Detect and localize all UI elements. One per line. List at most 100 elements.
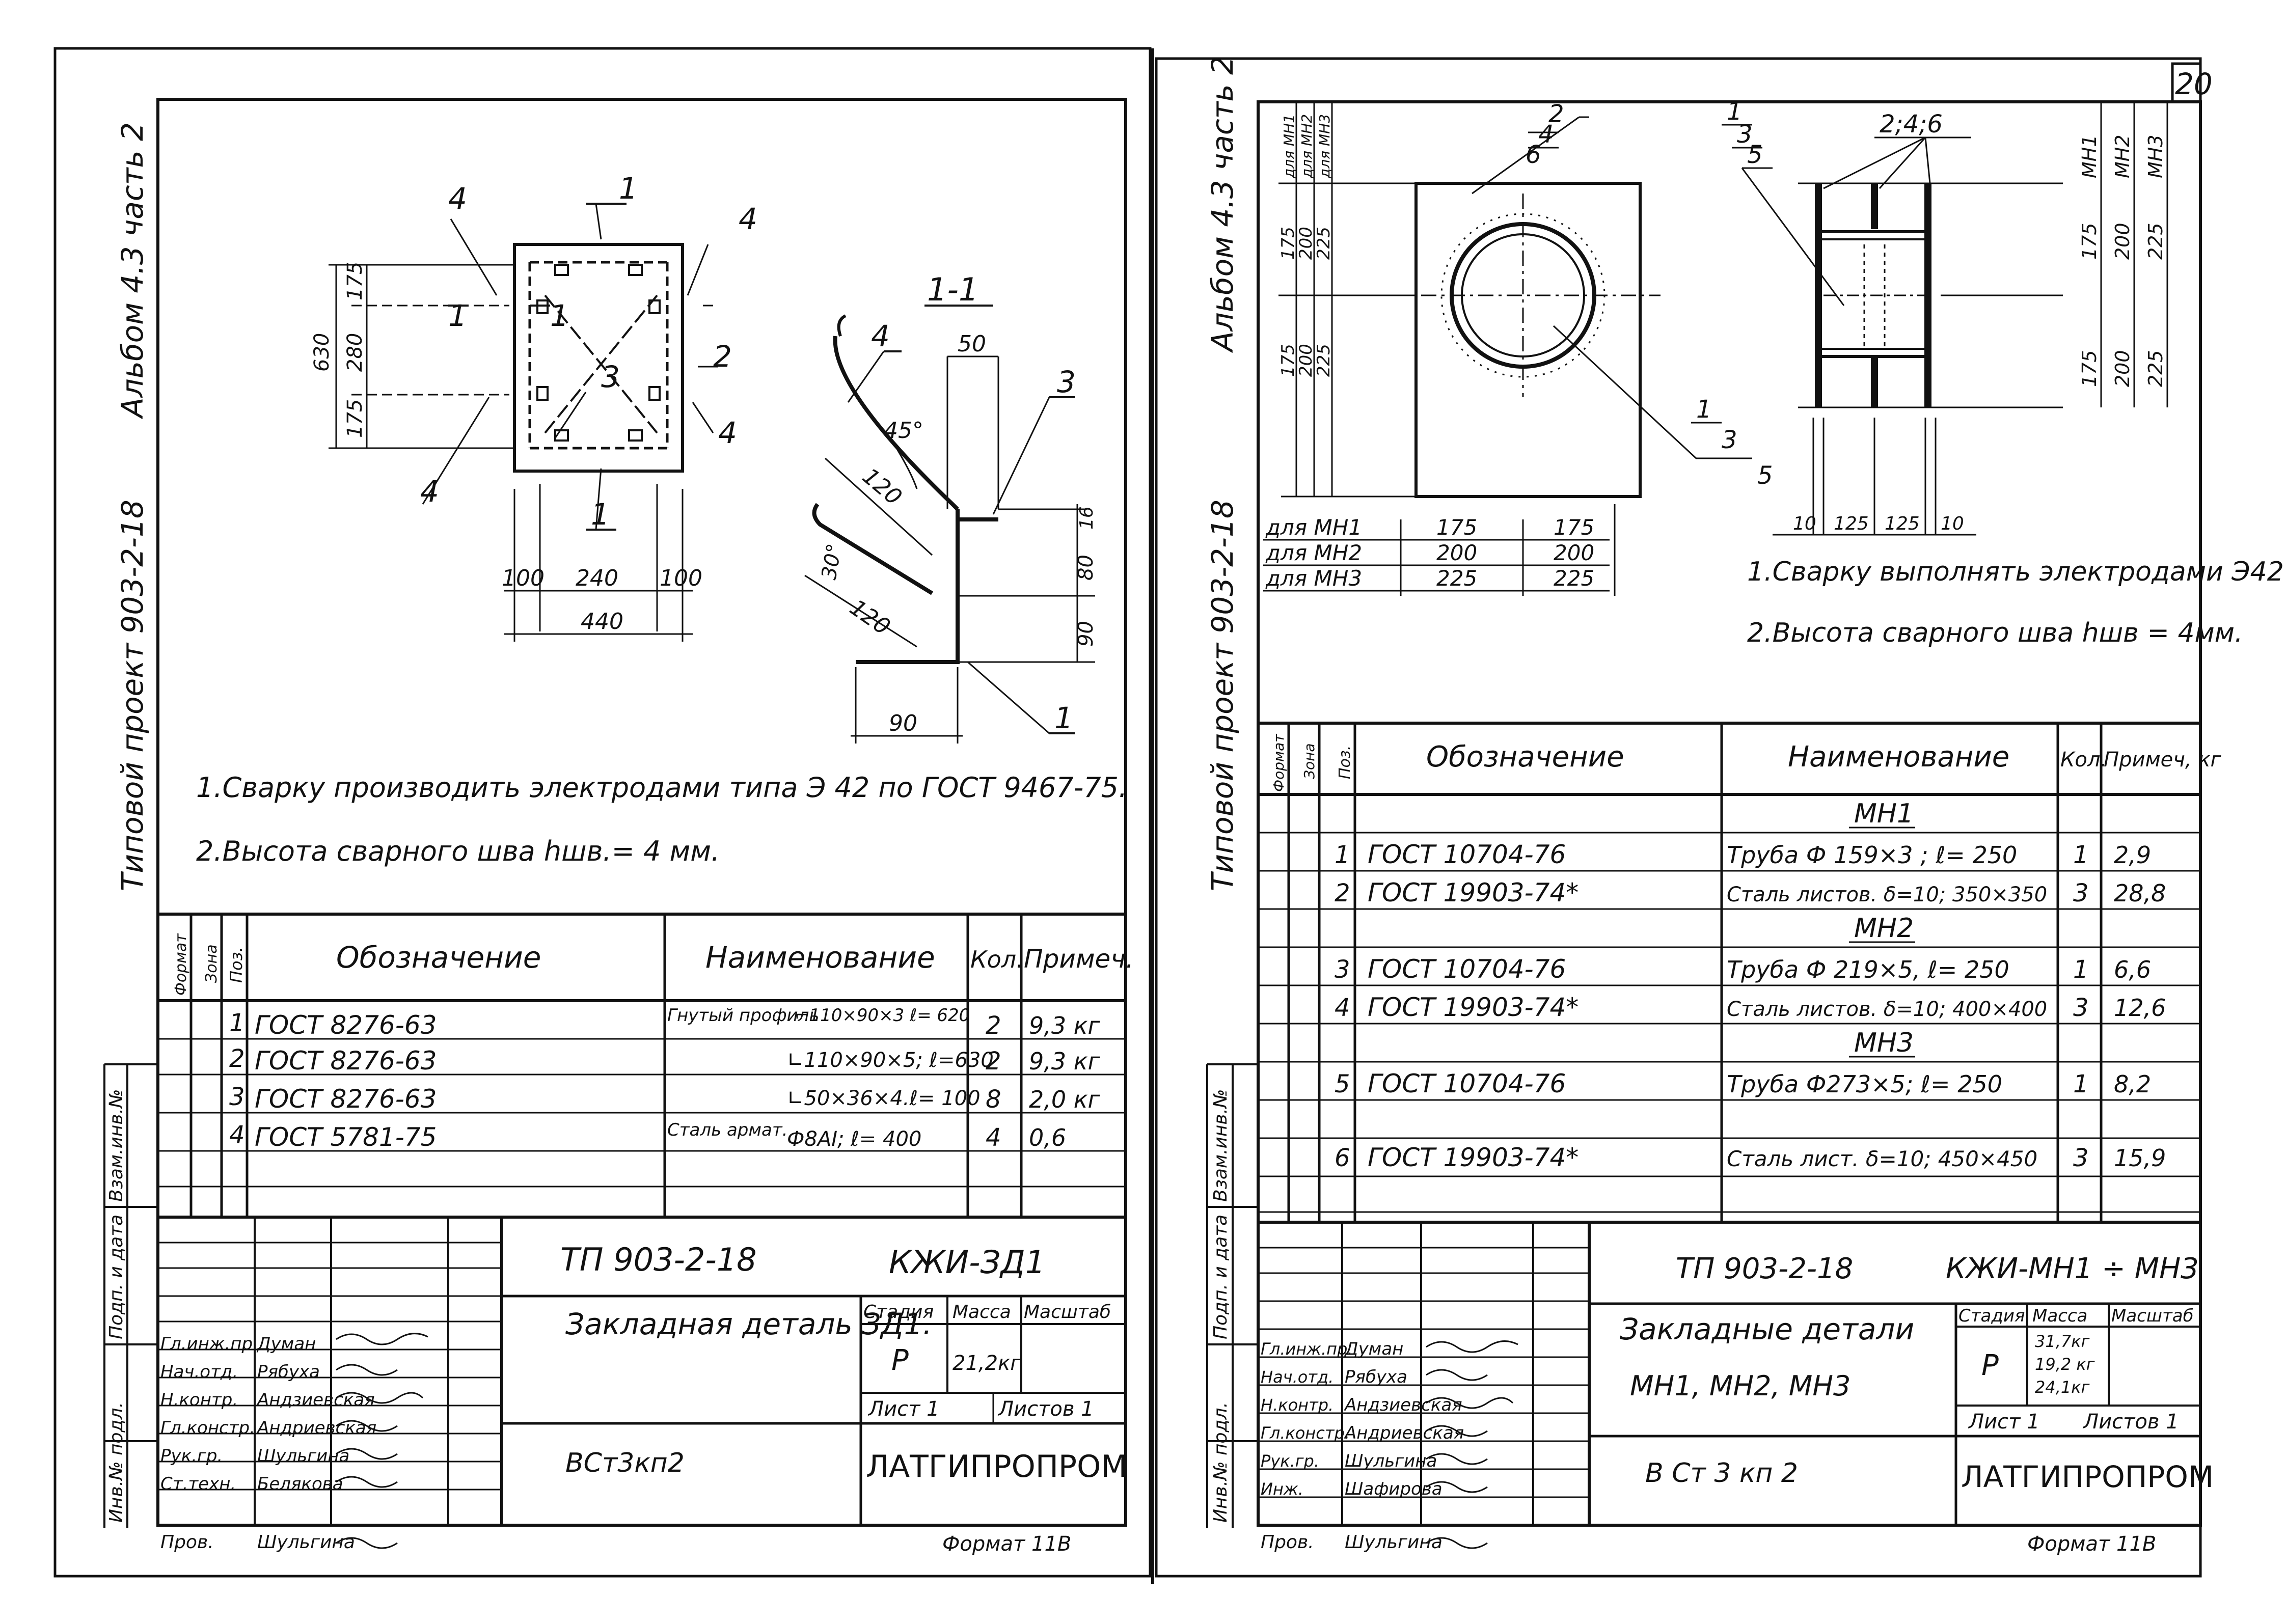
left-row1-name-b: ⌐110×90×3 ℓ= 620 — [795, 1005, 970, 1026]
rib-callout-3: 3 — [1737, 120, 1753, 149]
plate-col-h3: для МН3 — [1316, 114, 1333, 179]
r-row1-designation: ГОСТ 10704-76 — [1368, 840, 1566, 869]
section-h3: 90 — [1074, 621, 1098, 647]
left-row3-qty: 8 — [986, 1085, 1001, 1114]
right-spec-table: Формат Зона Поз. Обозначение Наименовани… — [1258, 722, 2221, 1222]
left-tb-name-5: Шульгина — [257, 1446, 349, 1466]
section-w: 90 — [889, 710, 917, 736]
right-tb-mass-3: 24,1кг — [2035, 1378, 2090, 1397]
left-callout-1-top: 1 — [619, 171, 638, 206]
left-row2-pos: 2 — [229, 1044, 245, 1073]
left-row4-name-a: Сталь армат. — [667, 1120, 787, 1140]
right-side-labels: Альбом 4.3 часть 2 Типовой проект 903-2-… — [1205, 56, 1258, 1528]
left-title-block: ТП 903-2-18 КЖИ-ЗД1 Закладная деталь ЗД1… — [158, 1216, 1127, 1556]
section-callout-3: 3 — [1057, 365, 1076, 399]
right-note-2: 2.Высота сварного шва hшв = 4мм. — [1747, 618, 2243, 648]
dim-table-b-1: 175 — [1554, 515, 1594, 540]
section-len-1: 120 — [857, 463, 907, 510]
group-title-mn2: МН2 — [1854, 913, 1914, 944]
section-title: 1-1 — [927, 271, 978, 308]
side-album-label: Альбом 4.3 часть 2 — [115, 122, 150, 420]
dim-table-a-1: 175 — [1436, 515, 1477, 540]
dim-table-label-3: для МН3 — [1265, 566, 1362, 591]
stamp-replaced-inv: Взам.инв.№ — [106, 1089, 127, 1202]
plate-dim-bot-2: 200 — [1296, 344, 1316, 377]
left-spec-h-format: Формат — [172, 933, 190, 996]
left-callout-2: 2 — [713, 339, 732, 374]
rib-head-2: МН2 — [2111, 134, 2134, 178]
left-tb-name-7: Шульгина — [257, 1532, 355, 1553]
dim-w-right: 100 — [660, 565, 702, 591]
right-tb-role-2: Нач.отд. — [1261, 1367, 1334, 1387]
dim-height-top: 175 — [343, 262, 367, 300]
left-tb-mass-label: Масса — [953, 1302, 1011, 1323]
right-tb-sheet: Лист 1 — [1968, 1410, 2040, 1434]
right-tb-mass-label: Масса — [2032, 1306, 2087, 1326]
right-title-block: ТП 903-2-18 КЖИ-МН1 ÷ МН3 Закладные дета… — [1258, 1221, 2214, 1556]
left-notes: 1.Сварку производить электродами типа Э … — [196, 772, 1127, 867]
stamp-inv-original: Инв.№ подл. — [106, 1402, 127, 1523]
r-row4-designation: ГОСТ 19903-74* — [1368, 993, 1579, 1022]
right-tb-role-1: Гл.инж.пр. — [1261, 1339, 1353, 1359]
r-row5-designation: ГОСТ 10704-76 — [1368, 1069, 1566, 1098]
plate-callout-6: 6 — [1526, 141, 1541, 169]
left-tb-format: Формат 11В — [942, 1532, 1071, 1556]
right-spec-h-zone: Зона — [1301, 743, 1318, 779]
right-plate-view: для МН1 для МН2 для МН3 175 200 225 175 … — [1263, 100, 1773, 596]
right-tb-code: ТП 903-2-18 — [1676, 1252, 1853, 1285]
r-row5-name: Труба Ф273×5; ℓ= 250 — [1727, 1070, 2002, 1098]
right-rib-view: МН1 МН2 МН3 175 200 225 175 200 225 10 1… — [1722, 97, 2168, 536]
stamp-replaced-inv-right: Взам.инв.№ — [1210, 1089, 1231, 1202]
right-tb-role-7: Пров. — [1261, 1532, 1314, 1553]
dim-height-bottom: 175 — [343, 399, 367, 438]
left-row2-name-b: ∟110×90×5; ℓ=630 — [787, 1049, 994, 1072]
left-tb-role-5: Рук.гр. — [160, 1446, 223, 1466]
dim-table-label-2: для МН2 — [1265, 540, 1362, 565]
left-tb-stage: Р — [891, 1344, 909, 1377]
plate-dim-top-3: 225 — [1314, 227, 1334, 260]
plate-col-h1: для МН1 — [1281, 114, 1297, 179]
right-spec-h-pos: Поз. — [1336, 746, 1354, 779]
right-spec-h-note: Примеч, кг — [2104, 748, 2221, 772]
section-dim-top: 50 — [958, 331, 986, 357]
right-tb-org: ЛАТГИПРОПРОМ — [1961, 1460, 2214, 1494]
left-callout-4-tl: 4 — [448, 181, 467, 216]
r-row5-pos: 5 — [1335, 1070, 1350, 1098]
left-section-view: 1-1 4 3 1 50 45° 120 30° 120 16 80 — [804, 271, 1098, 744]
left-tb-mass: 21,2кг — [953, 1352, 1021, 1375]
left-tb-role-1: Гл.инж.пр. — [160, 1334, 258, 1354]
stamp-sign-date: Подп. и дата — [106, 1215, 127, 1339]
r-row2-pos: 2 — [1335, 879, 1350, 907]
rib-bottom-dim-4: 10 — [1941, 513, 1964, 534]
right-tb-material: В Ст 3 кп 2 — [1645, 1458, 1798, 1489]
section-callout-1: 1 — [1054, 701, 1073, 735]
plate-dim-bot-1: 175 — [1278, 344, 1298, 377]
left-tb-role-3: Н.контр. — [160, 1390, 238, 1410]
right-tb-role-6: Инж. — [1261, 1479, 1303, 1499]
r-row1-name: Труба Ф 159×3 ; ℓ= 250 — [1727, 841, 2017, 869]
r-row3-name: Труба Ф 219×5, ℓ= 250 — [1727, 956, 2009, 983]
left-note-2: 2.Высота сварного шва hшв.= 4 мм. — [196, 835, 720, 867]
left-tb-sheet: Лист 1 — [867, 1397, 940, 1421]
rib-callout-5: 5 — [1747, 141, 1763, 169]
rib-callout-2-4-6: 2;4;6 — [1880, 110, 1943, 139]
left-tb-name-6: Белякова — [257, 1474, 343, 1494]
r-row4-note: 12,6 — [2114, 994, 2166, 1022]
left-tb-mark: КЖИ-ЗД1 — [889, 1244, 1045, 1281]
plate-callout-4: 4 — [1538, 120, 1554, 149]
right-tb-role-3: Н.контр. — [1261, 1395, 1334, 1415]
r-row2-name: Сталь листов. δ=10; 350×350 — [1727, 883, 2047, 906]
dim-w-left: 100 — [502, 565, 545, 591]
r-row6-pos: 6 — [1335, 1144, 1350, 1172]
right-note-1: 1.Сварку выполнять электродами Э42 по ГО… — [1747, 557, 2286, 587]
rib-bottom-dim-3: 125 — [1885, 513, 1920, 534]
r-row3-designation: ГОСТ 10704-76 — [1368, 954, 1566, 984]
right-tb-stage-label: Стадия — [1958, 1306, 2025, 1326]
right-tb-mass-2: 19,2 кг — [2035, 1355, 2095, 1374]
plate-dim-bot-3: 225 — [1314, 344, 1334, 377]
pipe-callout-3: 3 — [1722, 426, 1737, 454]
right-tb-name-6: Шафирова — [1345, 1479, 1443, 1499]
r-row2-qty: 3 — [2073, 879, 2089, 907]
left-spec-h-qty: Кол. — [970, 946, 1024, 973]
